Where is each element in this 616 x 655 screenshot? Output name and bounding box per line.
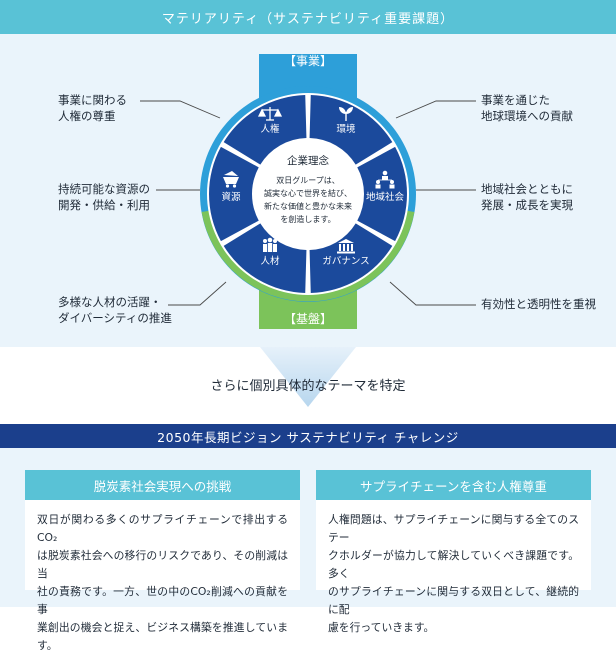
philosophy-line-1: 双日グループは、 <box>276 175 340 185</box>
materiality-human-rights: 事業に関わる 人権の尊重 <box>58 93 127 123</box>
philosophy-line-3: 新たな価値と豊かな未来 <box>264 201 352 211</box>
philosophy-line-2: 誠実な心で世界を結び、 <box>264 188 352 198</box>
materiality-community: 地域社会とともに 発展・成長を実現 <box>481 182 573 212</box>
wheel-segment-environment <box>309 95 393 165</box>
foundation-tag: 【基盤】 <box>284 312 332 326</box>
scale-icon <box>257 107 283 121</box>
human-rights-card: サプライチェーンを含む人権尊重 人権問題は、サプライチェーンに関与する全てのステ… <box>316 470 591 634</box>
segment-label-community: 地域社会 <box>366 191 405 203</box>
materiality-governance: 有効性と透明性を重視 <box>481 297 596 311</box>
materiality-title: マテリアリティ（サステナビリティ重要課題） <box>0 0 616 34</box>
wheel-segment-governance <box>309 223 393 293</box>
wheel-segment-talent <box>223 223 307 293</box>
down-arrow-icon <box>260 347 356 407</box>
segment-label-environment: 環境 <box>336 123 356 135</box>
segment-label-resources: 資源 <box>221 191 241 203</box>
card-title: サプライチェーンを含む人権尊重 <box>316 470 591 500</box>
materiality-diversity: 多様な人材の活躍・ ダイバーシティの推進 <box>58 295 172 325</box>
segment-label-governance: ガバナンス <box>322 256 369 267</box>
philosophy-line-4: を創造します。 <box>280 214 335 224</box>
business-tag: 【事業】 <box>284 54 332 68</box>
people-icon <box>263 237 277 252</box>
pillar-building-icon <box>337 239 355 254</box>
materiality-resources: 持続可能な資源の 開発・供給・利用 <box>58 182 150 212</box>
philosophy-title: 企業理念 <box>287 154 329 167</box>
card-title: 脱炭素社会実現への挑戦 <box>25 470 300 500</box>
wheel-segment-community <box>357 146 407 242</box>
materiality-wheel: 【事業】 【基盤】 企業理念 双日グループは、 誠実な心で世界を結び、 新たな価… <box>200 54 416 329</box>
center-circle <box>254 140 362 248</box>
materiality-environment: 事業を通じた 地球環境への貢献 <box>481 93 573 123</box>
vision-title: 2050年長期ビジョン サステナビリティ チャレンジ <box>0 424 616 448</box>
transition-text: さらに個別具体的なテーマを特定 <box>210 379 406 394</box>
card-body: 人権問題は、サプライチェーンに関与する全てのステー クホルダーが協力して解決して… <box>328 513 579 634</box>
card-body: 双日が関わる多くのサプライチェーンで排出するCO₂ は脱炭素社会への移行のリスク… <box>37 513 288 652</box>
decarbonization-card: 脱炭素社会実現への挑戦 双日が関わる多くのサプライチェーンで排出するCO₂ は脱… <box>25 470 300 652</box>
sprout-icon <box>339 107 353 121</box>
wheel-segment-resources <box>208 146 259 242</box>
wheel-segment-human-rights <box>223 95 307 165</box>
segment-label-talent: 人材 <box>260 255 280 267</box>
segment-label-human-rights: 人権 <box>260 123 280 135</box>
mine-cart-icon <box>223 171 239 188</box>
community-icon <box>375 170 395 189</box>
